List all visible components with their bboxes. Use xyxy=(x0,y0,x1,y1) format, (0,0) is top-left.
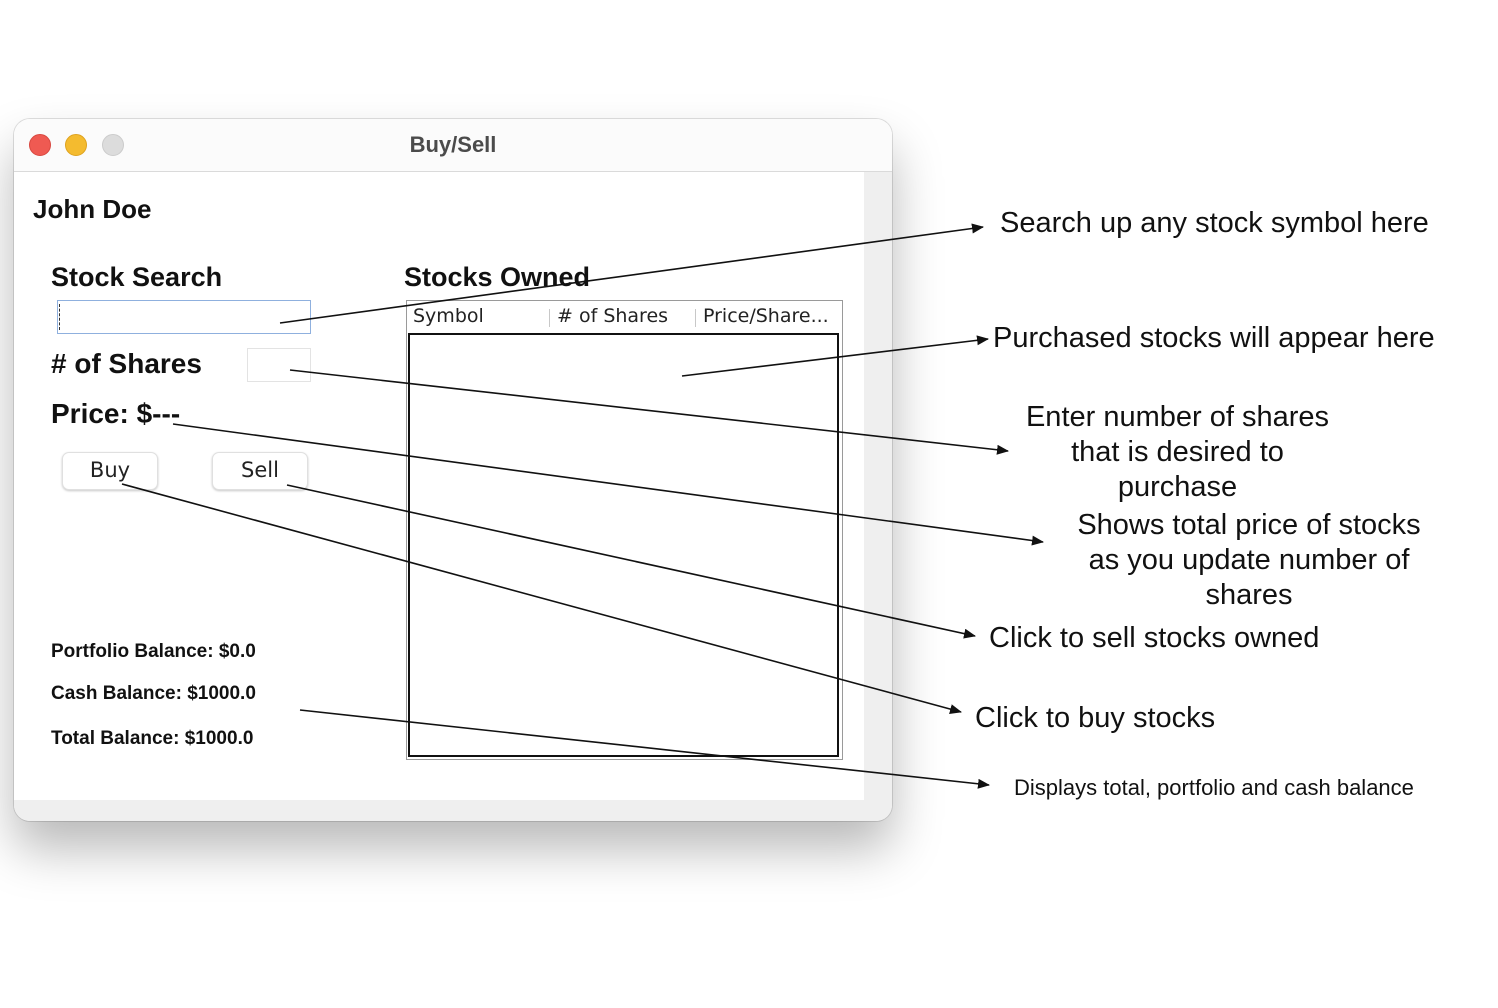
zoom-window-button[interactable] xyxy=(102,134,124,156)
annotation-balance: Displays total, portfolio and cash balan… xyxy=(1014,775,1414,800)
close-window-button[interactable] xyxy=(29,134,51,156)
price-label: Price: $--- xyxy=(51,398,181,429)
table-header: Symbol # of Shares Price/Share... xyxy=(407,301,842,333)
stock-search-heading: Stock Search xyxy=(51,262,223,292)
bottom-window-gutter xyxy=(14,800,864,821)
window-title: Buy/Sell xyxy=(409,132,497,157)
annotation-enter-shares: Enter number of shares that is desired t… xyxy=(1025,401,1330,503)
annotation-sell: Click to sell stocks owned xyxy=(989,622,1320,654)
minimize-window-button[interactable] xyxy=(65,134,87,156)
stocks-owned-heading: Stocks Owned xyxy=(404,262,591,292)
shares-label: # of Shares xyxy=(51,348,202,379)
table-body[interactable] xyxy=(408,333,839,757)
window-content: John Doe Stock Search # of Shares Price:… xyxy=(14,172,864,800)
annotation-purchased: Purchased stocks will appear here xyxy=(993,322,1435,354)
total-balance: Total Balance: $1000.0 xyxy=(51,728,254,749)
portfolio-balance: Portfolio Balance: $0.0 xyxy=(51,641,256,662)
column-header-price[interactable]: Price/Share... xyxy=(703,305,829,327)
shares-input[interactable] xyxy=(247,348,311,382)
buy-button[interactable]: Buy xyxy=(62,452,158,490)
stocks-owned-table[interactable]: Symbol # of Shares Price/Share... xyxy=(406,300,843,760)
annotation-search: Search up any stock symbol here xyxy=(1000,207,1429,239)
right-window-gutter xyxy=(864,172,892,821)
column-header-symbol[interactable]: Symbol xyxy=(413,305,484,327)
text-caret xyxy=(59,304,61,330)
column-header-shares[interactable]: # of Shares xyxy=(557,305,669,327)
cash-balance: Cash Balance: $1000.0 xyxy=(51,683,256,704)
column-divider[interactable] xyxy=(549,309,550,327)
column-divider[interactable] xyxy=(695,309,696,327)
user-name: John Doe xyxy=(33,194,152,224)
buy-sell-window: Buy/Sell John Doe Stock Search # of Shar… xyxy=(14,119,892,821)
title-bar[interactable]: Buy/Sell xyxy=(14,119,892,172)
annotation-buy: Click to buy stocks xyxy=(975,702,1216,734)
sell-button[interactable]: Sell xyxy=(212,452,308,490)
stock-search-input[interactable] xyxy=(57,300,311,334)
annotation-total-price: Shows total price of stocks as you updat… xyxy=(1077,509,1421,611)
